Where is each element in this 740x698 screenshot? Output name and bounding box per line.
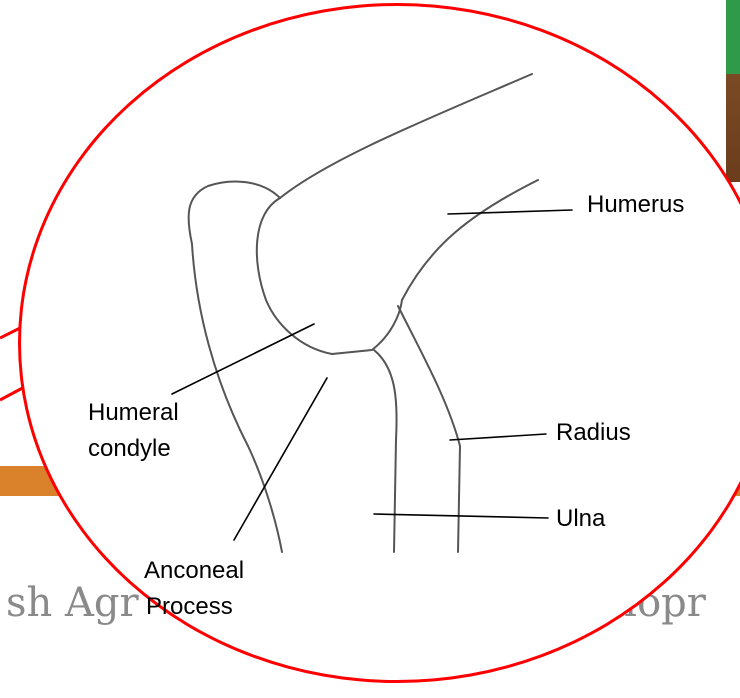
label-anconeal-process-line1: Anconeal [144, 556, 244, 586]
label-humeral-condyle-line1: Humeral [88, 398, 179, 428]
label-humerus: Humerus [587, 190, 684, 220]
humeral-condyle-outline [257, 198, 402, 354]
label-ulna: Ulna [556, 504, 605, 534]
leader-humeral-condyle [172, 324, 314, 394]
humerus-upper-outline [280, 74, 532, 198]
leader-ulna [374, 514, 548, 518]
leader-radius [450, 434, 546, 440]
label-radius: Radius [556, 418, 631, 448]
ulna-posterior-outline [192, 244, 282, 552]
leader-humerus [448, 210, 572, 214]
ulna-anterior-outline [374, 350, 397, 552]
humerus-lower-outline [402, 180, 538, 300]
label-humeral-condyle-line2: condyle [88, 434, 171, 464]
leader-anconeal-process [234, 378, 327, 540]
label-anconeal-process-line2: Process [146, 592, 233, 622]
